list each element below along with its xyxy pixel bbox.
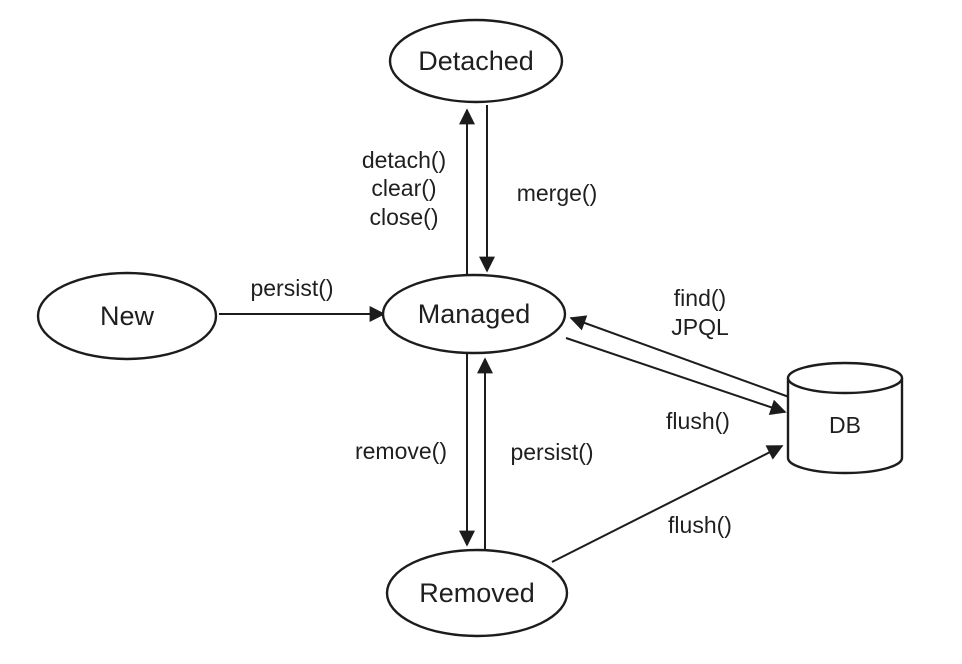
edge-label-persist-new: persist() <box>250 275 333 301</box>
edge-label-flush-managed: flush() <box>666 408 730 434</box>
edge-label-clear: clear() <box>371 175 436 201</box>
edge-persist-new-to-managed: persist() <box>219 275 386 322</box>
detached-label: Detached <box>418 46 534 76</box>
edge-label-remove: remove() <box>355 438 447 464</box>
edge-find-db-to-managed: find() JPQL <box>569 285 790 398</box>
removed-label: Removed <box>419 578 535 608</box>
detached-ellipse <box>388 18 564 104</box>
edge-label-flush-removed: flush() <box>668 512 732 538</box>
node-managed: Managed <box>381 273 567 355</box>
edge-persist-removed-to-managed: persist() <box>477 357 594 551</box>
db-label: DB <box>829 412 861 438</box>
node-db: DB <box>786 361 904 475</box>
node-detached: Detached <box>388 18 564 104</box>
managed-label: Managed <box>418 299 531 329</box>
edge-label-jpql: JPQL <box>671 314 729 340</box>
removed-ellipse <box>385 548 569 638</box>
arrow-db-to-managed <box>569 315 790 398</box>
edge-label-find: find() <box>674 285 726 311</box>
arrow-removed-to-db <box>551 445 784 563</box>
managed-ellipse <box>381 273 567 355</box>
db-cylinder-body <box>786 378 904 475</box>
new-label: New <box>100 301 155 331</box>
edge-flush-removed-to-db: flush() <box>551 445 784 563</box>
edge-remove-managed-to-removed: remove() <box>355 353 475 547</box>
arrow-managed-to-db <box>565 337 787 415</box>
edge-detach-managed-to-detached: detach() clear() close() <box>362 108 475 277</box>
node-removed: Removed <box>385 548 569 638</box>
node-new: New <box>36 271 218 361</box>
edge-label-persist-removed: persist() <box>510 439 593 465</box>
edge-merge-detached-to-managed: merge() <box>479 105 598 273</box>
edge-flush-managed-to-db: flush() <box>565 337 787 434</box>
edge-label-close: close() <box>369 204 438 230</box>
edge-label-merge: merge() <box>517 180 598 206</box>
edge-label-detach: detach() <box>362 147 446 173</box>
db-cylinder-top <box>786 361 904 395</box>
new-ellipse <box>36 271 218 361</box>
